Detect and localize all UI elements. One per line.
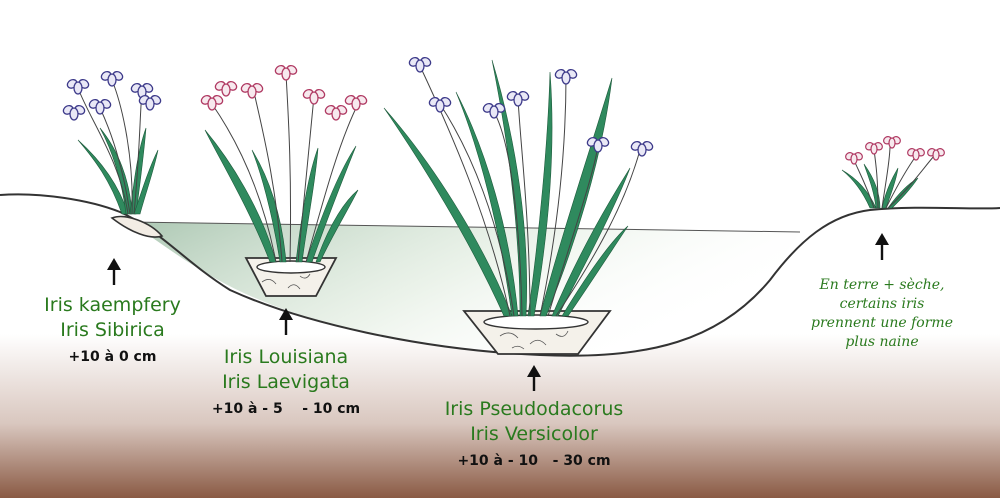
flowers-group-1: [62, 70, 162, 121]
flowers-group-2: [200, 64, 368, 121]
arrow-up-icon: [875, 233, 889, 260]
depth-range: +10 à - 5 - 10 cm: [211, 401, 361, 417]
note-line: prennent une forme: [811, 315, 953, 331]
note-line: plus naine: [845, 334, 919, 350]
label-group-2: Iris Louisiana Iris Laevigata +10 à - 5 …: [186, 345, 386, 417]
plant-name: Iris Louisiana: [223, 346, 349, 368]
label-group-3: Iris Pseudodacorus Iris Versicolor +10 à…: [414, 397, 654, 469]
depth-range: +10 à - 10 - 30 cm: [457, 453, 611, 469]
plant-name: Iris kaempfery: [44, 294, 181, 316]
depth-range: +10 à 0 cm: [68, 349, 157, 365]
arrows: [107, 233, 889, 391]
plant-name: Iris Sibirica: [60, 319, 165, 341]
mound-1: [110, 215, 164, 238]
flowers-group-3: [408, 56, 654, 157]
arrow-up-icon: [527, 365, 541, 391]
arrow-up-icon: [107, 258, 121, 285]
basket-2: [244, 257, 338, 297]
note-line: En terre + sèche,: [819, 277, 945, 293]
label-group-1: Iris kaempfery Iris Sibirica +10 à 0 cm: [20, 293, 205, 365]
leaves-group-2: [204, 129, 359, 263]
plant-name: Iris Laevigata: [222, 371, 350, 393]
plant-name: Iris Versicolor: [470, 423, 598, 445]
plant-name: Iris Pseudodacorus: [444, 398, 624, 420]
stems-group-3: [419, 65, 641, 317]
dry-ground-note: En terre + sèche, certains iris prennent…: [792, 276, 972, 352]
note-line: certains iris: [839, 296, 925, 312]
arrow-up-icon: [279, 308, 293, 335]
basket-3: [462, 310, 612, 355]
flowers-group-4: [845, 136, 945, 165]
stems-group-2: [211, 73, 359, 263]
ground-profile: [0, 193, 1000, 357]
